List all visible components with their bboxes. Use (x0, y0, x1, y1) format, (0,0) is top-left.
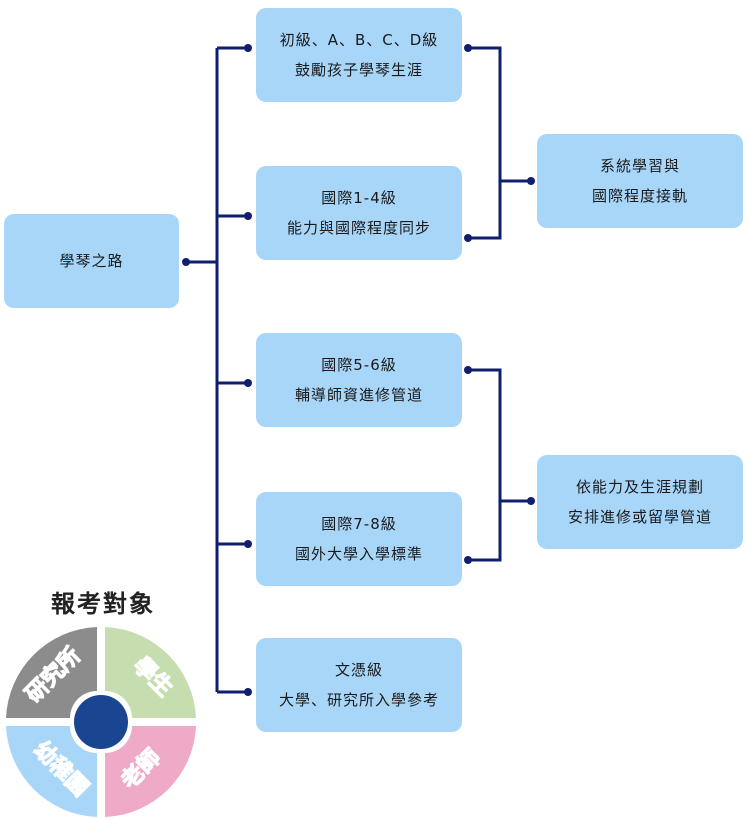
pie-segment-graduate (6, 627, 97, 718)
pie-segment-kindergarten (6, 726, 97, 817)
pie-segment-teacher (105, 726, 196, 817)
outcome-node-line2: 安排進修或留學管道 (567, 508, 712, 526)
level-node-grade-1-4: 國際1-4級 能力與國際程度同步 (256, 166, 462, 260)
root-node: 學琴之路 (4, 214, 179, 308)
level-node-desc: 大學、研究所入學參考 (278, 691, 439, 709)
level-node-beginner: 初級、A、B、C、D級 鼓勵孩子學琴生涯 (256, 8, 462, 102)
level-node-grade-7-8: 國際7-8級 國外大學入學標準 (256, 492, 462, 586)
audience-title: 報考對象 (51, 590, 155, 618)
audience-pie: 研究所 學生 老師 幼稚園 (6, 627, 196, 817)
root-label: 學琴之路 (59, 252, 124, 270)
level-node-desc: 國外大學入學標準 (294, 545, 423, 563)
outcome-node-line1: 依能力及生涯規劃 (575, 478, 704, 496)
level-node-desc: 能力與國際程度同步 (286, 219, 431, 237)
outcome-node-line2: 國際程度接軌 (591, 187, 688, 205)
level-node-title: 國際5-6級 (321, 356, 397, 374)
level-node-title: 文憑級 (334, 661, 383, 679)
level-node-grade-5-6: 國際5-6級 輔導師資進修管道 (256, 333, 462, 427)
outcome-node-line1: 系統學習與 (599, 157, 680, 175)
pie-segment-student (105, 627, 196, 718)
level-node-title: 國際1-4級 (321, 189, 397, 207)
pie-center-dot (74, 695, 128, 749)
level-node-diploma: 文憑級 大學、研究所入學參考 (256, 638, 462, 732)
outcome-node-further-study: 依能力及生涯規劃 安排進修或留學管道 (537, 455, 743, 549)
level-node-desc: 鼓勵孩子學琴生涯 (294, 61, 423, 79)
outcome-node-international: 系統學習與 國際程度接軌 (537, 134, 743, 228)
level-node-title: 國際7-8級 (321, 515, 397, 533)
level-node-title: 初級、A、B、C、D級 (279, 31, 439, 49)
level-node-desc: 輔導師資進修管道 (294, 386, 423, 404)
